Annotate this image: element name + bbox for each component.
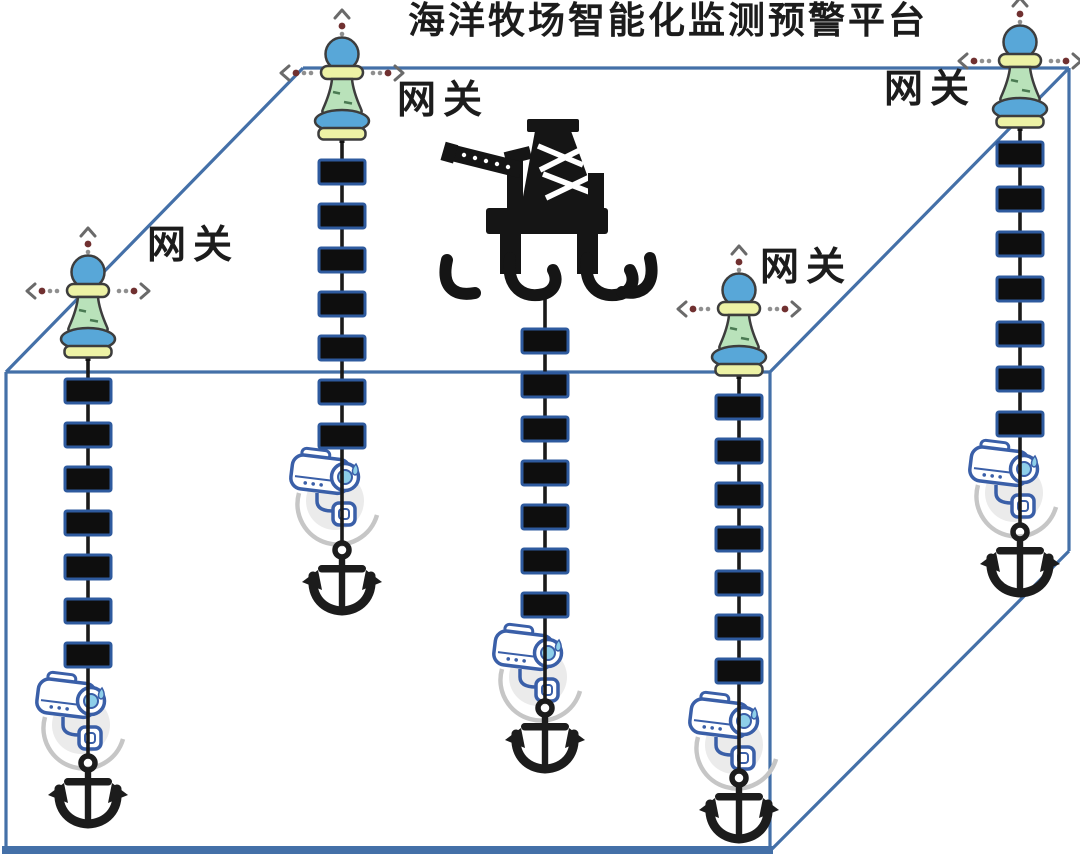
- sensor-node-block: [995, 410, 1045, 438]
- sensor-node-block: [995, 230, 1045, 258]
- sensor-node-block: [995, 140, 1045, 168]
- underwater-camera-icon: [969, 439, 1056, 537]
- diagram-title: 海洋牧场智能化监测预警平台: [408, 1, 928, 42]
- sensor-node-block: [995, 275, 1045, 303]
- sensor-node-block: [63, 465, 113, 493]
- sensor-node-block: [995, 365, 1045, 393]
- sensor-node-block: [63, 641, 113, 669]
- sensor-node-block: [995, 320, 1045, 348]
- sensor-node-block: [714, 569, 764, 597]
- gateway-buoy-icon: [25, 226, 151, 363]
- gateway-label-2: 网关: [397, 79, 490, 122]
- sensor-chain-1: [63, 377, 113, 669]
- offshore-platform-icon: [439, 119, 658, 302]
- underwater-camera-icon: [290, 447, 377, 545]
- gateway-buoy-icon: [279, 8, 405, 145]
- sensor-node-block: [317, 158, 367, 186]
- sensor-node-block: [317, 422, 367, 450]
- sensor-node-block: [714, 481, 764, 509]
- sensor-node-block: [63, 421, 113, 449]
- sensor-node-block: [520, 503, 570, 531]
- gateway-label-3: 网关: [760, 246, 853, 289]
- sensor-node-block: [995, 185, 1045, 213]
- sensor-node-block: [317, 202, 367, 230]
- sensor-node-block: [317, 290, 367, 318]
- underwater-camera-icon: [36, 671, 123, 769]
- box-edge-bottom-right-diagonal: [770, 549, 1071, 851]
- sensor-node-block: [714, 525, 764, 553]
- sensor-node-block: [63, 509, 113, 537]
- sensor-node-block: [714, 657, 764, 685]
- sensor-node-block: [714, 393, 764, 421]
- sensor-chain-5: [995, 140, 1045, 438]
- sensor-chain-3: [520, 327, 570, 619]
- sensor-node-block: [520, 591, 570, 619]
- sensor-node-block: [317, 246, 367, 274]
- monitoring-volume-wireframe: [2, 66, 1071, 854]
- box-edge-top-left-diagonal: [4, 66, 305, 374]
- gateway-label-4: 网关: [884, 68, 977, 111]
- sensor-node-block: [63, 597, 113, 625]
- sensor-node-block: [520, 459, 570, 487]
- sensor-chain-2: [317, 158, 367, 450]
- sensor-node-block: [714, 613, 764, 641]
- sensor-node-block: [63, 377, 113, 405]
- sensor-node-block: [520, 547, 570, 575]
- gateway-buoy-icon: [957, 0, 1080, 133]
- sensor-node-block: [317, 378, 367, 406]
- sensor-node-block: [520, 371, 570, 399]
- sensor-node-block: [520, 327, 570, 355]
- anchor-icon: [302, 543, 382, 611]
- sensor-node-block: [63, 553, 113, 581]
- sensor-chain-4: [714, 393, 764, 685]
- sensor-node-block: [317, 334, 367, 362]
- gateway-label-1: 网关: [147, 224, 240, 267]
- sensor-node-block: [714, 437, 764, 465]
- sensor-node-block: [520, 415, 570, 443]
